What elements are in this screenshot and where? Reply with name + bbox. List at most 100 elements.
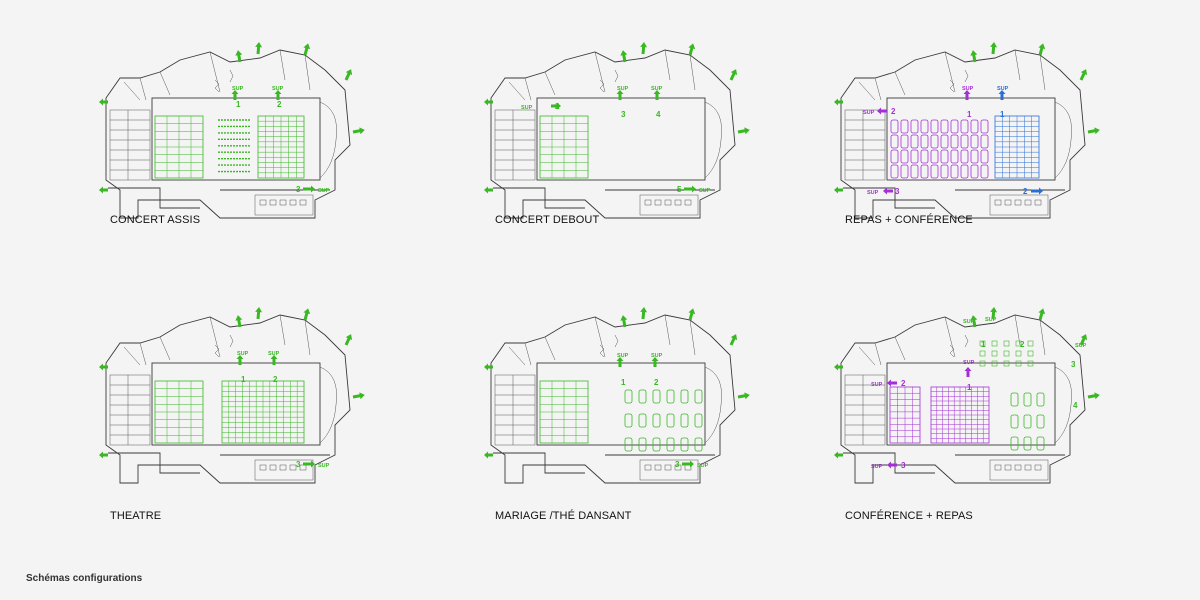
kitchen-room — [254, 194, 314, 216]
panel-title: THEATRE — [110, 510, 162, 522]
exit-number: 3 — [296, 460, 301, 469]
exit-number: 5 — [677, 185, 682, 194]
exit-arrow-icon — [688, 308, 696, 321]
exit-arrow-icon — [653, 90, 661, 100]
service-rooms — [109, 109, 151, 181]
exit-arrow-icon — [737, 392, 750, 400]
exit-arrow-icon — [99, 451, 108, 459]
dining-table — [920, 119, 929, 134]
exit-arrow-icon — [99, 186, 108, 194]
sup-tag: SUP — [272, 86, 284, 92]
exit-arrow-icon — [255, 307, 263, 320]
exit-number: 2 — [891, 107, 896, 116]
dining-table — [980, 164, 989, 179]
exit-number: 2 — [901, 379, 906, 388]
sup-tag: SUP — [962, 86, 974, 92]
dining-table — [900, 134, 909, 149]
outdoor-table — [1015, 340, 1022, 347]
corridor-wall — [843, 452, 1065, 474]
panel-title: CONCERT ASSIS — [110, 214, 201, 226]
exit-arrow-icon — [682, 460, 694, 468]
dining-table — [940, 119, 949, 134]
kitchen-fixture — [289, 464, 297, 471]
corridor-wall — [493, 187, 715, 209]
stair-icon — [214, 334, 234, 358]
exit-arrow-icon — [1031, 187, 1043, 195]
exit-arrow-icon — [688, 43, 696, 56]
dining-table — [900, 149, 909, 164]
sup-tag: SUP — [651, 353, 663, 359]
sup-tag: SUP — [871, 382, 883, 388]
exit-number: 3 — [895, 187, 900, 196]
building-wall — [508, 49, 696, 101]
exit-number: 2 — [555, 102, 560, 111]
exit-number: 2 — [654, 378, 659, 387]
dining-table — [980, 149, 989, 164]
exit-number: 1 — [967, 383, 972, 392]
kitchen-fixture — [644, 199, 652, 206]
kitchen-fixture — [1024, 464, 1032, 471]
dining-table — [970, 164, 979, 179]
sup-tag: SUP — [318, 188, 330, 194]
exit-number: 1 — [236, 100, 241, 109]
sup-tag: SUP — [699, 188, 711, 194]
dining-table — [638, 437, 647, 452]
exit-arrow-icon — [834, 363, 843, 371]
exit-arrow-icon — [616, 357, 624, 367]
kitchen-room — [639, 459, 699, 481]
exit-arrow-icon — [99, 98, 108, 106]
dining-table — [890, 119, 899, 134]
dining-table — [680, 437, 689, 452]
main-hall — [886, 362, 1056, 446]
exit-arrow-icon — [620, 315, 628, 328]
dining-table — [910, 119, 919, 134]
dining-table — [1023, 392, 1032, 407]
kitchen-fixture — [994, 464, 1002, 471]
kitchen-fixture — [269, 199, 277, 206]
panel-title: REPAS + CONFÉRENCE — [845, 214, 973, 226]
kitchen-room — [639, 194, 699, 216]
building-wall — [123, 314, 311, 366]
sup-tag: SUP — [985, 317, 997, 323]
service-rooms — [109, 374, 151, 446]
outdoor-table — [1027, 350, 1034, 357]
kitchen-fixture — [994, 199, 1002, 206]
dining-table — [624, 437, 633, 452]
dining-table — [1010, 392, 1019, 407]
dining-table — [940, 134, 949, 149]
exit-arrow-icon — [616, 90, 624, 100]
dining-table — [680, 389, 689, 404]
exit-arrow-icon — [651, 357, 659, 367]
kitchen-fixture — [269, 464, 277, 471]
outdoor-table — [991, 350, 998, 357]
exit-number: 2 — [277, 100, 282, 109]
exit-arrow-icon — [99, 363, 108, 371]
sup-tag: SUP — [617, 353, 629, 359]
panel-title: MARIAGE /THÉ DANSANT — [495, 510, 632, 522]
kitchen-fixture — [674, 199, 682, 206]
dining-table — [970, 149, 979, 164]
kitchen-fixture — [674, 464, 682, 471]
sup-tag: SUP — [871, 464, 883, 470]
exit-number: 1 — [621, 378, 626, 387]
exit-arrow-icon — [887, 461, 897, 469]
building-wall — [858, 49, 1046, 101]
exit-arrow-icon — [303, 308, 311, 321]
dining-table — [1036, 414, 1045, 429]
exit-arrow-icon — [970, 315, 978, 328]
stage-curve — [319, 101, 337, 179]
dining-table — [624, 413, 633, 428]
exit-arrow-icon — [235, 50, 243, 63]
exit-arrow-icon — [235, 315, 243, 328]
stage-curve — [1054, 366, 1072, 444]
exit-number: 1 — [241, 375, 246, 384]
sup-tag: SUP — [963, 319, 975, 325]
kitchen-fixture — [299, 464, 307, 471]
exit-arrow-icon — [963, 90, 971, 100]
stage-curve — [319, 366, 337, 444]
kitchen-fixture — [664, 464, 672, 471]
